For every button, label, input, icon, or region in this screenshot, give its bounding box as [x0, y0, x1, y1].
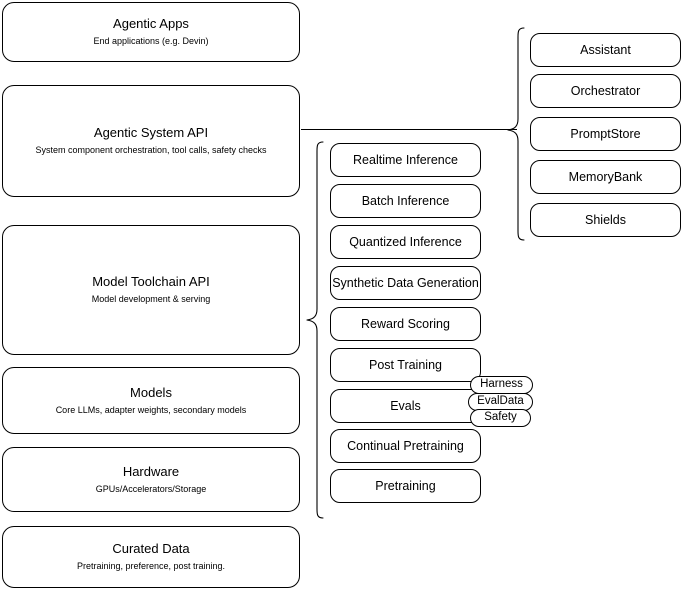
component-label: Orchestrator — [570, 84, 641, 98]
agentic-component-assistant[interactable]: Assistant — [530, 33, 681, 67]
toolchain-component-continual-pretraining[interactable]: Continual Pretraining — [330, 429, 481, 463]
toolchain-component-reward-scoring[interactable]: Reward Scoring — [330, 307, 481, 341]
component-label: Continual Pretraining — [347, 439, 464, 453]
layer-title: Curated Data — [112, 541, 190, 556]
toolchain-component-batch-inference[interactable]: Batch Inference — [330, 184, 481, 218]
toolchain-component-evals[interactable]: Evals — [330, 389, 481, 423]
agentic-component-shields[interactable]: Shields — [530, 203, 681, 237]
layer-title: Models — [130, 384, 172, 400]
component-label: Pretraining — [375, 479, 436, 493]
layer-subtitle: Core LLMs, adapter weights, secondary mo… — [55, 404, 247, 415]
toolchain-component-pretraining[interactable]: Pretraining — [330, 469, 481, 503]
toolchain-component-quantized-inference[interactable]: Quantized Inference — [330, 225, 481, 259]
layer-title: Agentic System API — [93, 125, 209, 140]
component-label: Post Training — [369, 358, 442, 372]
layer-subtitle: End applications (e.g. Devin) — [93, 36, 209, 46]
agentic-component-memorybank[interactable]: MemoryBank — [530, 160, 681, 194]
layer-subtitle: System component orchestration, tool cal… — [35, 145, 267, 155]
toolchain-component-realtime-inference[interactable]: Realtime Inference — [330, 143, 481, 177]
agentic-component-orchestrator[interactable]: Orchestrator — [530, 74, 681, 108]
component-label: MemoryBank — [568, 170, 643, 184]
component-label: Assistant — [580, 43, 631, 57]
brace-toolchain — [306, 141, 324, 519]
stack-layer-agentic-apps[interactable]: Agentic Apps End applications (e.g. Devi… — [2, 2, 300, 62]
stack-layer-model-toolchain-api[interactable]: Model Toolchain API Model development & … — [2, 225, 300, 355]
component-label: Realtime Inference — [353, 153, 458, 167]
toolchain-component-post-training[interactable]: Post Training — [330, 348, 481, 382]
component-label: Batch Inference — [361, 194, 450, 208]
component-label: Quantized Inference — [349, 235, 462, 249]
layer-subtitle: Pretraining, preference, post training. — [76, 561, 226, 571]
evals-badge-safety[interactable]: Safety — [470, 409, 531, 427]
connector-agentic-system-to-components — [301, 129, 517, 130]
evals-badge-harness[interactable]: Harness — [470, 376, 533, 394]
component-label: Shields — [585, 213, 626, 227]
layer-title: Agentic Apps — [113, 16, 189, 31]
component-label: PromptStore — [570, 127, 641, 141]
component-label: Reward Scoring — [361, 317, 450, 331]
toolchain-component-synthetic-data-generation[interactable]: Synthetic Data Generation — [330, 266, 481, 300]
layer-subtitle: Model development & serving — [91, 294, 211, 304]
agentic-component-promptstore[interactable]: PromptStore — [530, 117, 681, 151]
stack-layer-curated-data[interactable]: Curated Data Pretraining, preference, po… — [2, 526, 300, 588]
component-label: Evals — [390, 399, 421, 413]
stack-layer-agentic-system-api[interactable]: Agentic System API System component orch… — [2, 85, 300, 197]
layer-title: Model Toolchain API — [92, 274, 210, 289]
layer-subtitle: GPUs/Accelerators/Storage — [95, 483, 207, 494]
layer-title: Hardware — [122, 463, 180, 479]
brace-agentic-components — [507, 27, 525, 241]
stack-layer-hardware[interactable]: Hardware GPUs/Accelerators/Storage — [2, 447, 300, 512]
stack-layer-models[interactable]: Models Core LLMs, adapter weights, secon… — [2, 367, 300, 434]
component-label: Synthetic Data Generation — [332, 276, 479, 290]
